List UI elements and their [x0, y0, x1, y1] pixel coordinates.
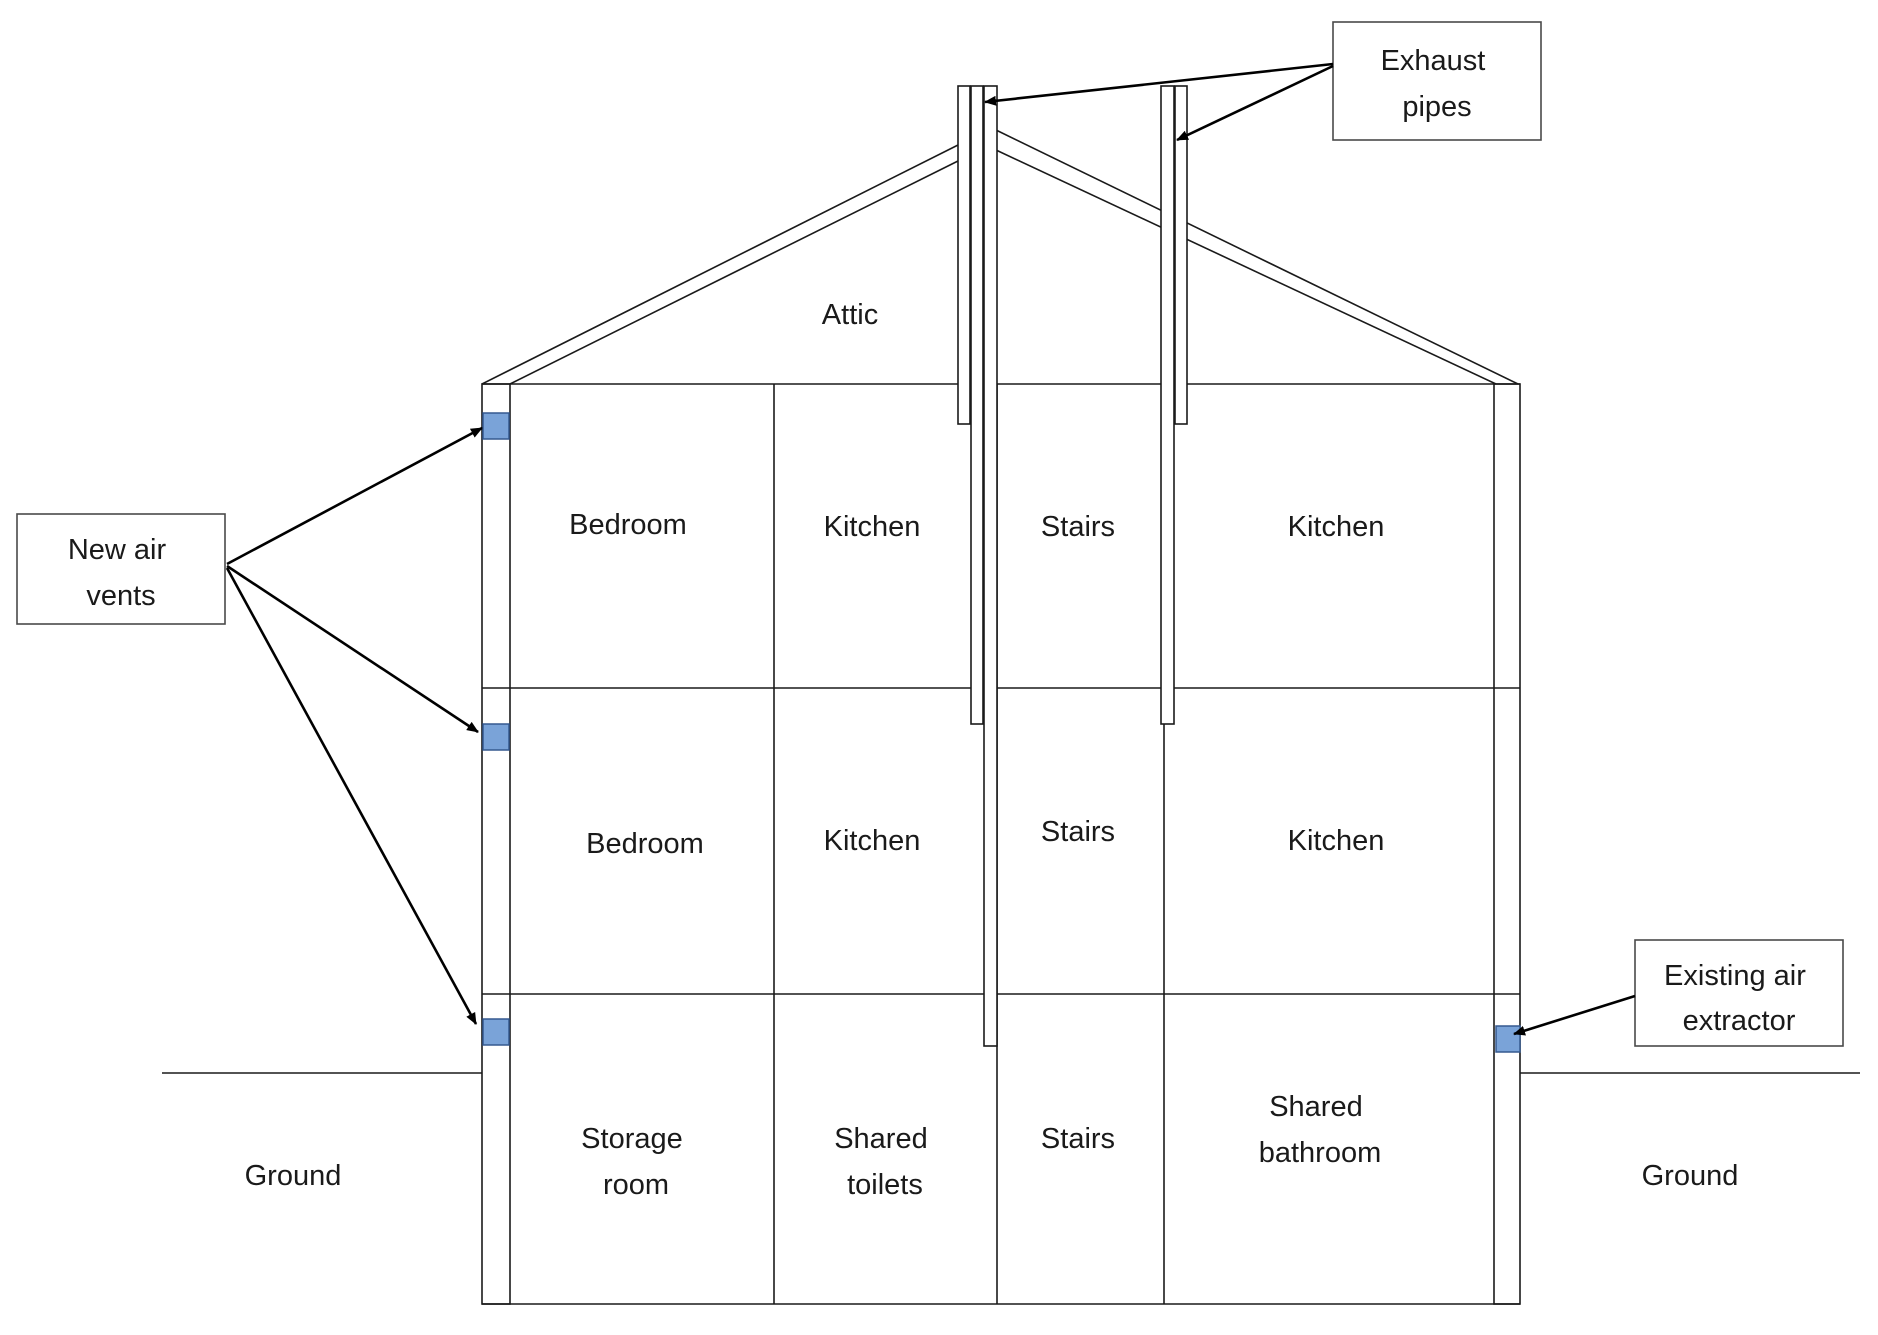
- new-air-vents-callout: New air vents: [16, 513, 226, 625]
- room-bottom-4: Shared bathroom: [1259, 1091, 1382, 1169]
- existing-air-extractor: [1495, 1025, 1521, 1053]
- room-bottom-2-line-2: toilets: [847, 1169, 923, 1201]
- new-air-vent-middle: [482, 723, 510, 751]
- room-bottom-4-line-2: bathroom: [1259, 1137, 1382, 1169]
- existing-air-extractor-line-2: extractor: [1683, 1005, 1796, 1037]
- room-top-2: Kitchen: [824, 511, 921, 543]
- exhaust-pipe-right: [1160, 85, 1188, 725]
- room-bottom-2-line-1: Shared: [834, 1123, 928, 1155]
- room-middle-3: Stairs: [1041, 816, 1115, 848]
- room-middle-4: Kitchen: [1288, 825, 1385, 857]
- arrow-new-vent-middle: [226, 564, 479, 734]
- room-bottom-1-line-2: room: [603, 1169, 669, 1201]
- arrow-exhaust-right: [1176, 64, 1334, 142]
- new-air-vent-bottom: [482, 1018, 510, 1046]
- attic-label: Attic: [822, 299, 878, 331]
- rooms-top-floor: Bedroom Kitchen Stairs Kitchen: [569, 509, 1384, 543]
- arrow-existing-extractor: [1513, 994, 1636, 1036]
- existing-air-extractor-callout: Existing air extractor: [1634, 939, 1844, 1047]
- arrow-new-vent-bottom: [225, 567, 478, 1025]
- rooms-ground-floor: Storage room Shared toilets Stairs Share…: [581, 1091, 1381, 1201]
- room-top-3: Stairs: [1041, 511, 1115, 543]
- room-middle-1: Bedroom: [586, 828, 704, 860]
- floor-lines: [482, 383, 1520, 1305]
- left-wall: [481, 383, 511, 1305]
- exhaust-pipes-line-1: Exhaust: [1381, 45, 1486, 77]
- room-bottom-2: Shared toilets: [834, 1123, 936, 1201]
- room-middle-2: Kitchen: [824, 825, 921, 857]
- new-air-vents-line-1: New air: [68, 534, 167, 566]
- room-top-1: Bedroom: [569, 509, 687, 541]
- arrow-exhaust-left: [984, 62, 1334, 106]
- room-top-4: Kitchen: [1288, 511, 1385, 543]
- right-wall: [1493, 383, 1521, 1305]
- new-air-vents-line-2: vents: [86, 580, 155, 612]
- new-air-vent-top: [482, 412, 510, 440]
- room-bottom-1: Storage room: [581, 1123, 691, 1201]
- exhaust-pipes-line-2: pipes: [1402, 91, 1471, 123]
- room-bottom-3: Stairs: [1041, 1123, 1115, 1155]
- rooms-middle-floor: Bedroom Kitchen Stairs Kitchen: [586, 816, 1384, 860]
- ground-label-right: Ground: [1642, 1160, 1739, 1192]
- room-bottom-1-line-1: Storage: [581, 1123, 683, 1155]
- svg-text:New air vents: New air vents: [68, 534, 174, 612]
- exhaust-pipes-callout: Exhaust pipes: [1332, 21, 1542, 141]
- roof: [481, 129, 1519, 385]
- room-bottom-4-line-1: Shared: [1269, 1091, 1363, 1123]
- svg-text:Exhaust pipes: Exhaust pipes: [1381, 45, 1494, 123]
- existing-air-extractor-line-1: Existing air: [1664, 960, 1806, 992]
- arrow-new-vent-top: [226, 426, 483, 566]
- svg-text:Existing air extractor: Existing air extractor: [1664, 960, 1814, 1037]
- callout-arrows: [225, 62, 1636, 1036]
- vents: [482, 412, 1521, 1053]
- ground-label-left: Ground: [245, 1160, 342, 1192]
- exhaust-pipe-left: [957, 85, 998, 1047]
